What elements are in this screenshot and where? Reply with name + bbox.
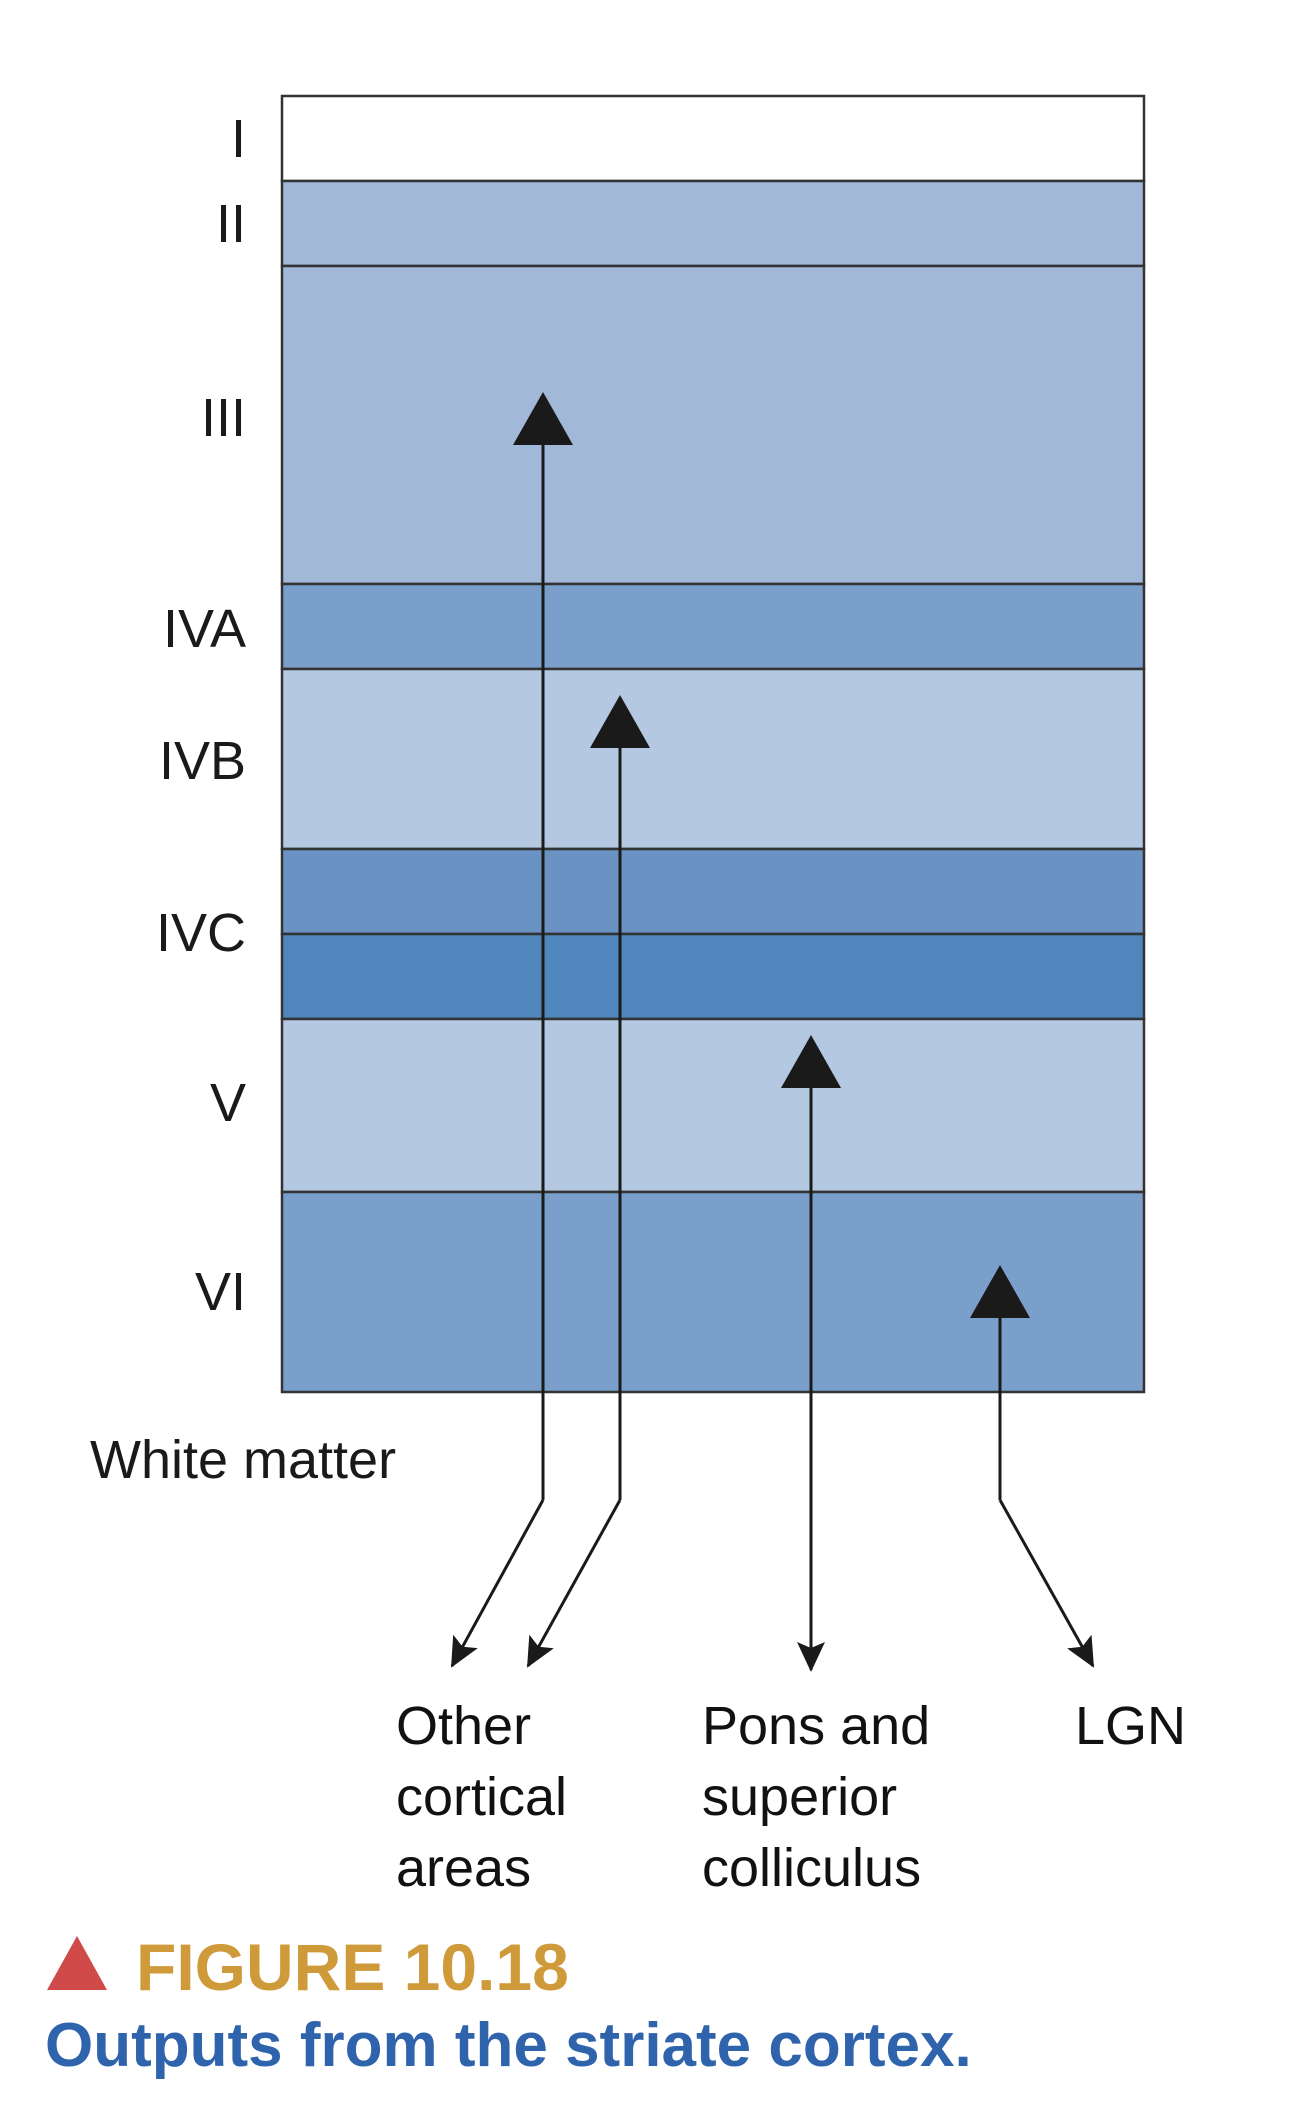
white-matter-label: White matter — [90, 1430, 396, 1490]
pathway-branch-ivb-cortical — [526, 1499, 622, 1668]
target-lgn-label: LGN — [1075, 1696, 1186, 1756]
target-labels: Other cortical areas Pons and superior c… — [396, 1696, 1186, 1898]
layer-label-ivc: IVC — [156, 903, 246, 963]
target-pons-line-3: colliculus — [702, 1838, 921, 1898]
layer-band-ivc-lower — [280, 932, 1146, 1021]
figure-marker-triangle-icon — [47, 1936, 107, 1990]
figure-number: FIGURE 10.18 — [136, 1930, 569, 2004]
layer-label-ivb: IVB — [159, 731, 246, 791]
layer-label-iva: IVA — [163, 599, 246, 659]
layer-band-iii — [280, 264, 1146, 586]
figure-caption: Outputs from the striate cortex. — [45, 2011, 972, 2080]
target-pons-line-1: Pons and — [702, 1696, 930, 1756]
layer-label-iii: III — [201, 388, 246, 448]
layer-band-i — [280, 94, 1146, 183]
cortex-layers — [280, 94, 1146, 1394]
pathway-branch-vi-lgn — [998, 1499, 1095, 1668]
layer-labels: I II III IVA IVB IVC V VI — [156, 109, 246, 1322]
arrowhead-ivb — [590, 695, 650, 748]
arrowhead-iii — [513, 392, 573, 445]
output-pathways — [450, 392, 1095, 1672]
target-cortical-line-2: cortical — [396, 1767, 567, 1827]
target-pons-line-2: superior — [702, 1767, 897, 1827]
layer-band-ii — [280, 179, 1146, 268]
target-cortical-line-1: Other — [396, 1696, 531, 1756]
pathway-branch-iii-cortical — [450, 1499, 545, 1668]
layer-band-ivc-upper — [280, 847, 1146, 936]
figure-caption-block: FIGURE 10.18 Outputs from the striate co… — [45, 1930, 972, 2080]
layer-label-vi: VI — [195, 1262, 246, 1322]
layer-band-ivb — [280, 667, 1146, 851]
layer-label-i: I — [231, 109, 246, 169]
layer-band-iva — [280, 582, 1146, 671]
target-cortical-line-3: areas — [396, 1838, 531, 1898]
arrowhead-v — [781, 1035, 841, 1088]
layer-label-v: V — [210, 1073, 246, 1133]
layer-band-v — [280, 1017, 1146, 1194]
arrowhead-vi — [970, 1265, 1030, 1318]
layer-label-ii: II — [216, 194, 246, 254]
